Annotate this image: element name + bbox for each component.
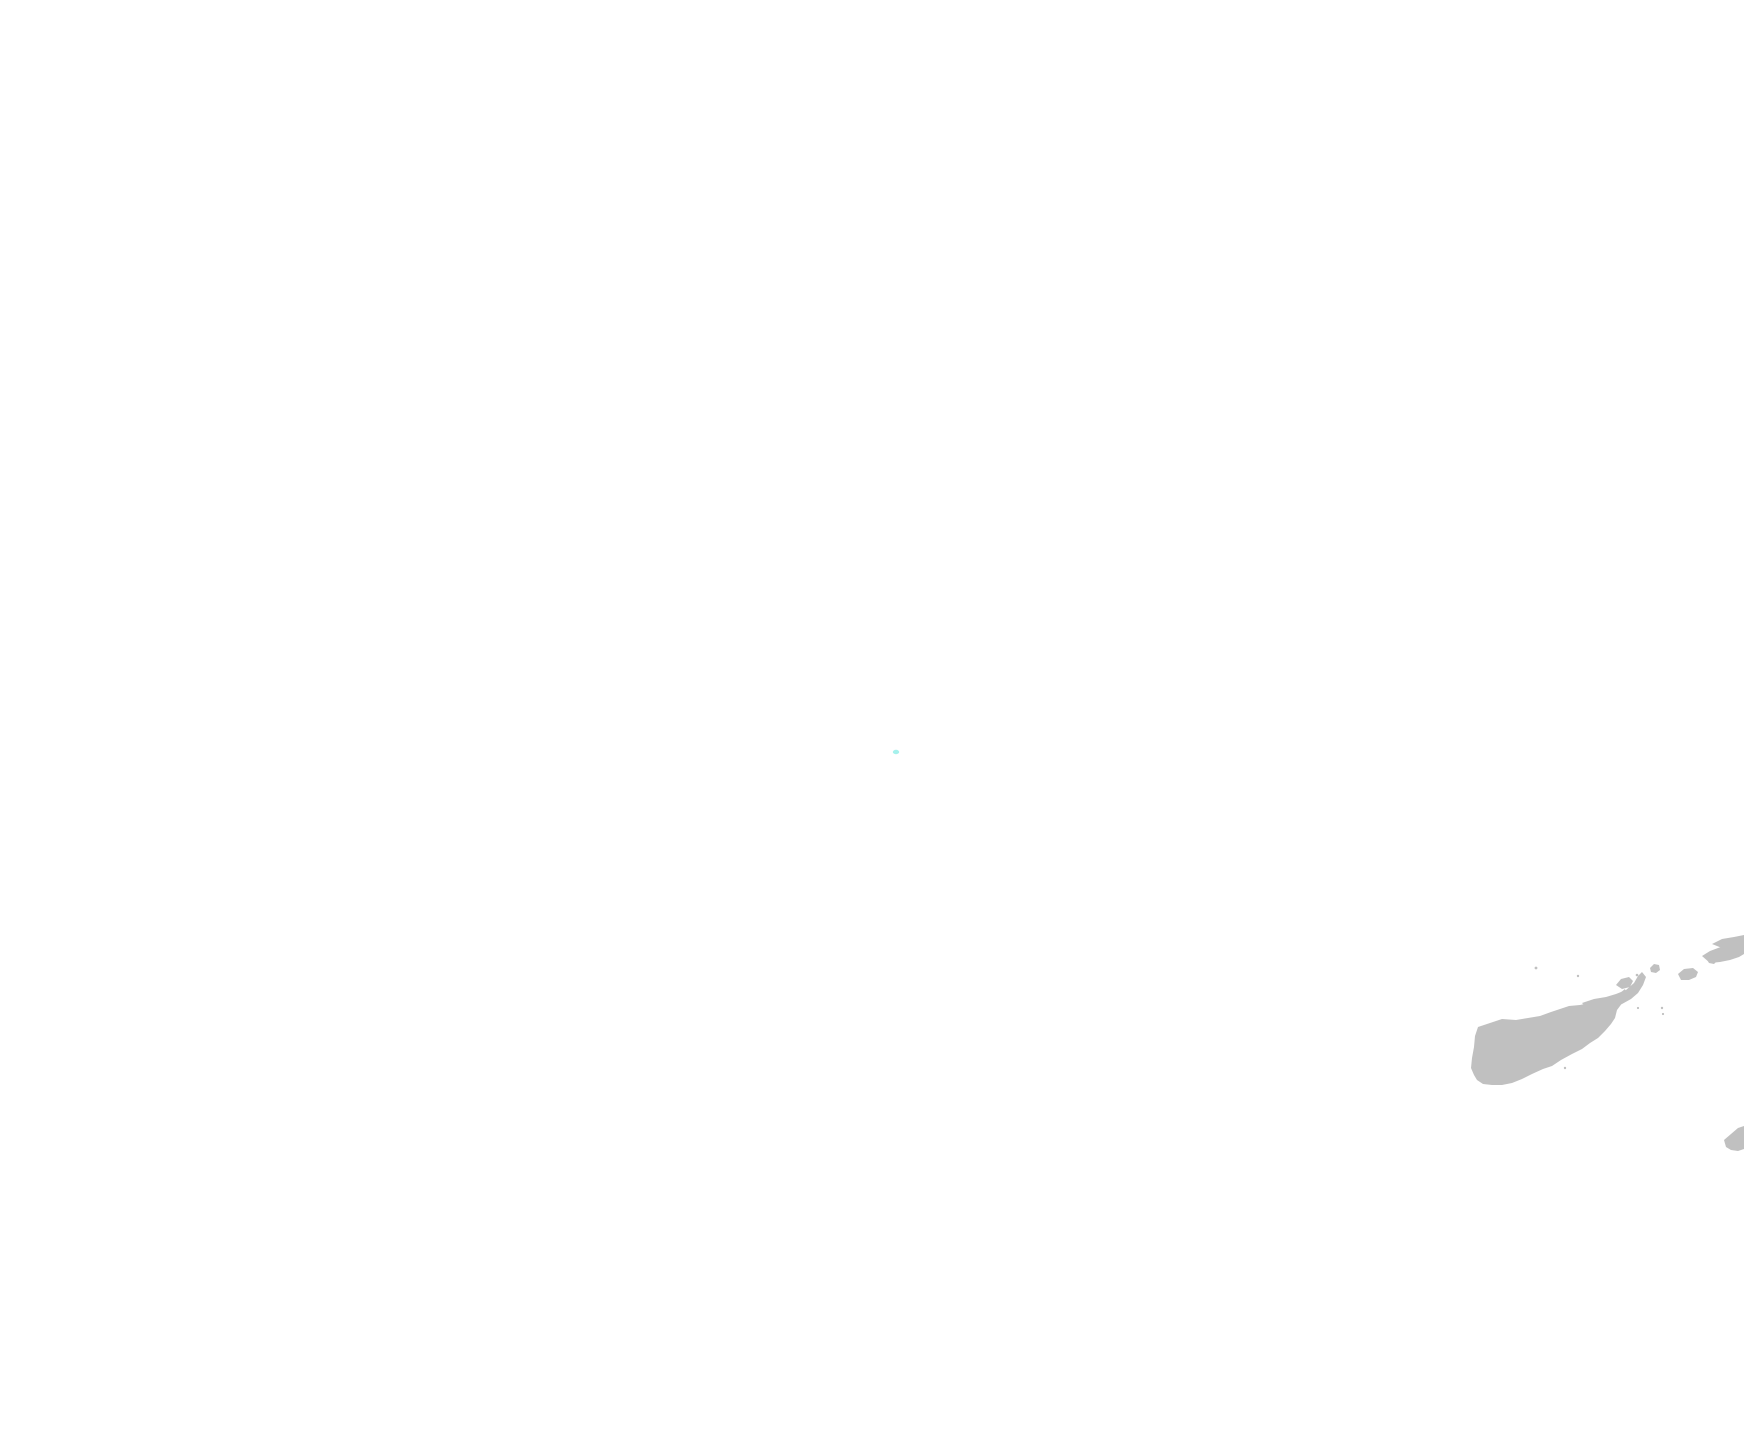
- reef-dot: [1563, 1066, 1567, 1070]
- islet-north-a: [1616, 977, 1633, 989]
- reef-dot: [1593, 999, 1597, 1003]
- reef-dot: [1503, 1080, 1507, 1084]
- islet-far-right: [1724, 1126, 1744, 1151]
- island-main: [1471, 989, 1627, 1085]
- island-upper-right-2: [1712, 935, 1744, 948]
- island-main-tail: [1582, 972, 1646, 1013]
- location-marker[interactable]: [892, 749, 900, 755]
- islet-north-b: [1650, 964, 1660, 973]
- reef-dot: [1660, 1006, 1664, 1010]
- reef-dot: [1636, 1006, 1640, 1010]
- reef-dot: [1661, 1012, 1665, 1016]
- reef-dot: [1635, 973, 1639, 977]
- islet-northeast-1: [1678, 968, 1698, 980]
- reef-dot: [1576, 974, 1580, 978]
- reef-dot: [1534, 966, 1538, 970]
